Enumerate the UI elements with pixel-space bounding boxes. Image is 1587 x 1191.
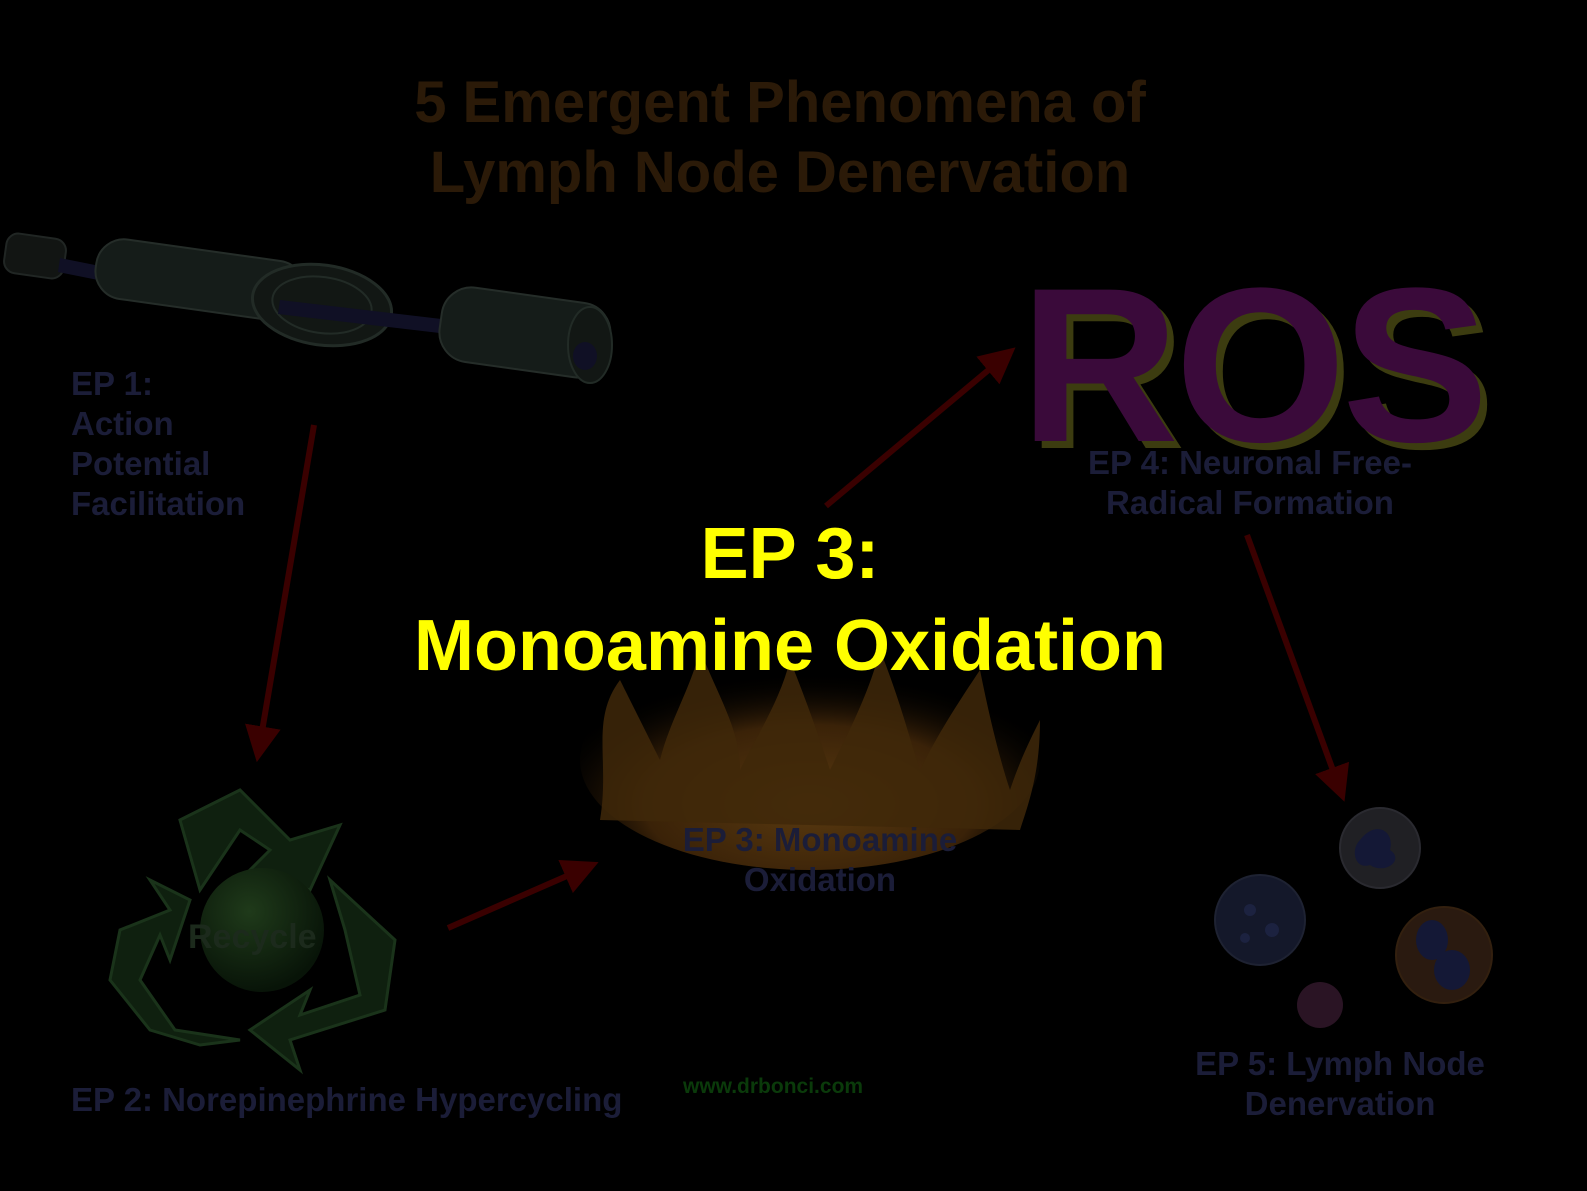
page-title: 5 Emergent Phenomena of Lymph Node Dener… (300, 68, 1260, 208)
recycle-label: Recycle (188, 918, 317, 956)
title-line-2: Lymph Node Denervation (429, 140, 1131, 205)
ep1-line-2: Action (71, 405, 174, 442)
blood-cells-illustration (1214, 807, 1493, 1028)
arrow-ep4-to-ep5 (1244, 533, 1350, 802)
node-ep5: EP 5: Lymph Node Denervation (1150, 1044, 1530, 1124)
ep4-line-2: Radical Formation (1106, 484, 1394, 521)
ros-logo: ROS (1020, 242, 1489, 488)
arrow-ep1-to-ep2 (245, 424, 317, 763)
arrow-ep2-to-ep3 (446, 860, 599, 931)
arrow-ep3-to-ep4 (824, 347, 1016, 509)
title-line-1: 5 Emergent Phenomena of (414, 70, 1146, 135)
highlight-ep3: EP 3: Monoamine Oxidation (280, 508, 1300, 692)
ep1-line-1: EP 1: (71, 365, 153, 402)
node-ep4: EP 4: Neuronal Free- Radical Formation (1040, 443, 1460, 523)
axon-illustration (3, 232, 613, 384)
watermark-url: www.drbonci.com (683, 1075, 864, 1098)
ep1-line-3: Potential (71, 445, 211, 482)
highlight-line-2: Monoamine Oxidation (413, 606, 1167, 686)
flow-arrows (245, 347, 1350, 931)
highlight-line-1: EP 3: (700, 514, 880, 594)
node-ep1: EP 1: Action Potential Facilitation (71, 364, 331, 524)
ep3-line-2: Oxidation (743, 861, 897, 898)
node-ep3: EP 3: Monoamine Oxidation (640, 820, 1000, 900)
ep1-line-4: Facilitation (71, 485, 246, 522)
node-ep2: EP 2: Norepinephrine Hypercycling (71, 1081, 623, 1118)
ep3-line-1: EP 3: Monoamine (682, 821, 958, 858)
ep4-line-1: EP 4: Neuronal Free- (1088, 444, 1412, 481)
ep5-line-2: Denervation (1244, 1085, 1436, 1122)
ep5-line-1: EP 5: Lymph Node (1195, 1045, 1485, 1082)
recycle-illustration (108, 788, 397, 1075)
flame-illustration (580, 650, 1040, 870)
